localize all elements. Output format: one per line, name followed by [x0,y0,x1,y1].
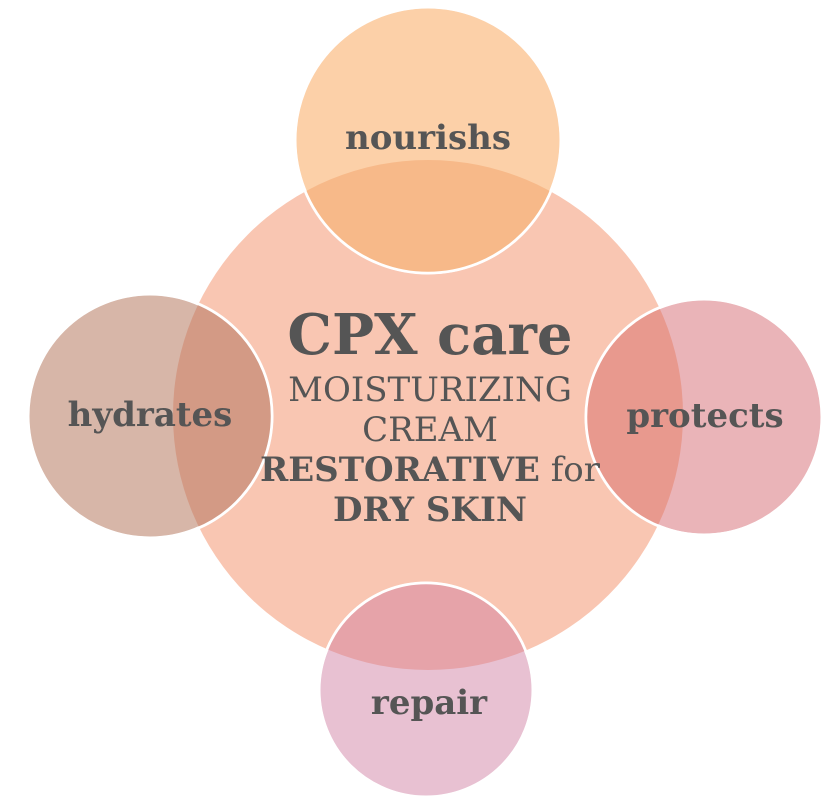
product-line-1: MOISTURIZING [288,370,572,410]
label-nourishs: nourishs [345,118,511,158]
restorative-word: RESTORATIVE [259,450,540,490]
label-repair: repair [370,683,488,723]
product-line-3: RESTORATIVE for [180,450,680,490]
top-overlap [295,160,561,273]
label-hydrates: hydrates [67,395,233,435]
center-circle [173,160,683,670]
product-line-4: DRY SKIN [333,490,527,530]
product-line-2: CREAM [362,410,498,450]
label-protects: protects [626,396,784,436]
brand-title: CPX care [287,302,573,368]
right-overlap [586,299,683,535]
center-text-block: CPX care MOISTURIZING CREAM RESTORATIVE … [180,300,680,530]
for-word: for [539,450,601,490]
left-overlap [173,294,272,538]
bottom-overlap [319,583,533,670]
